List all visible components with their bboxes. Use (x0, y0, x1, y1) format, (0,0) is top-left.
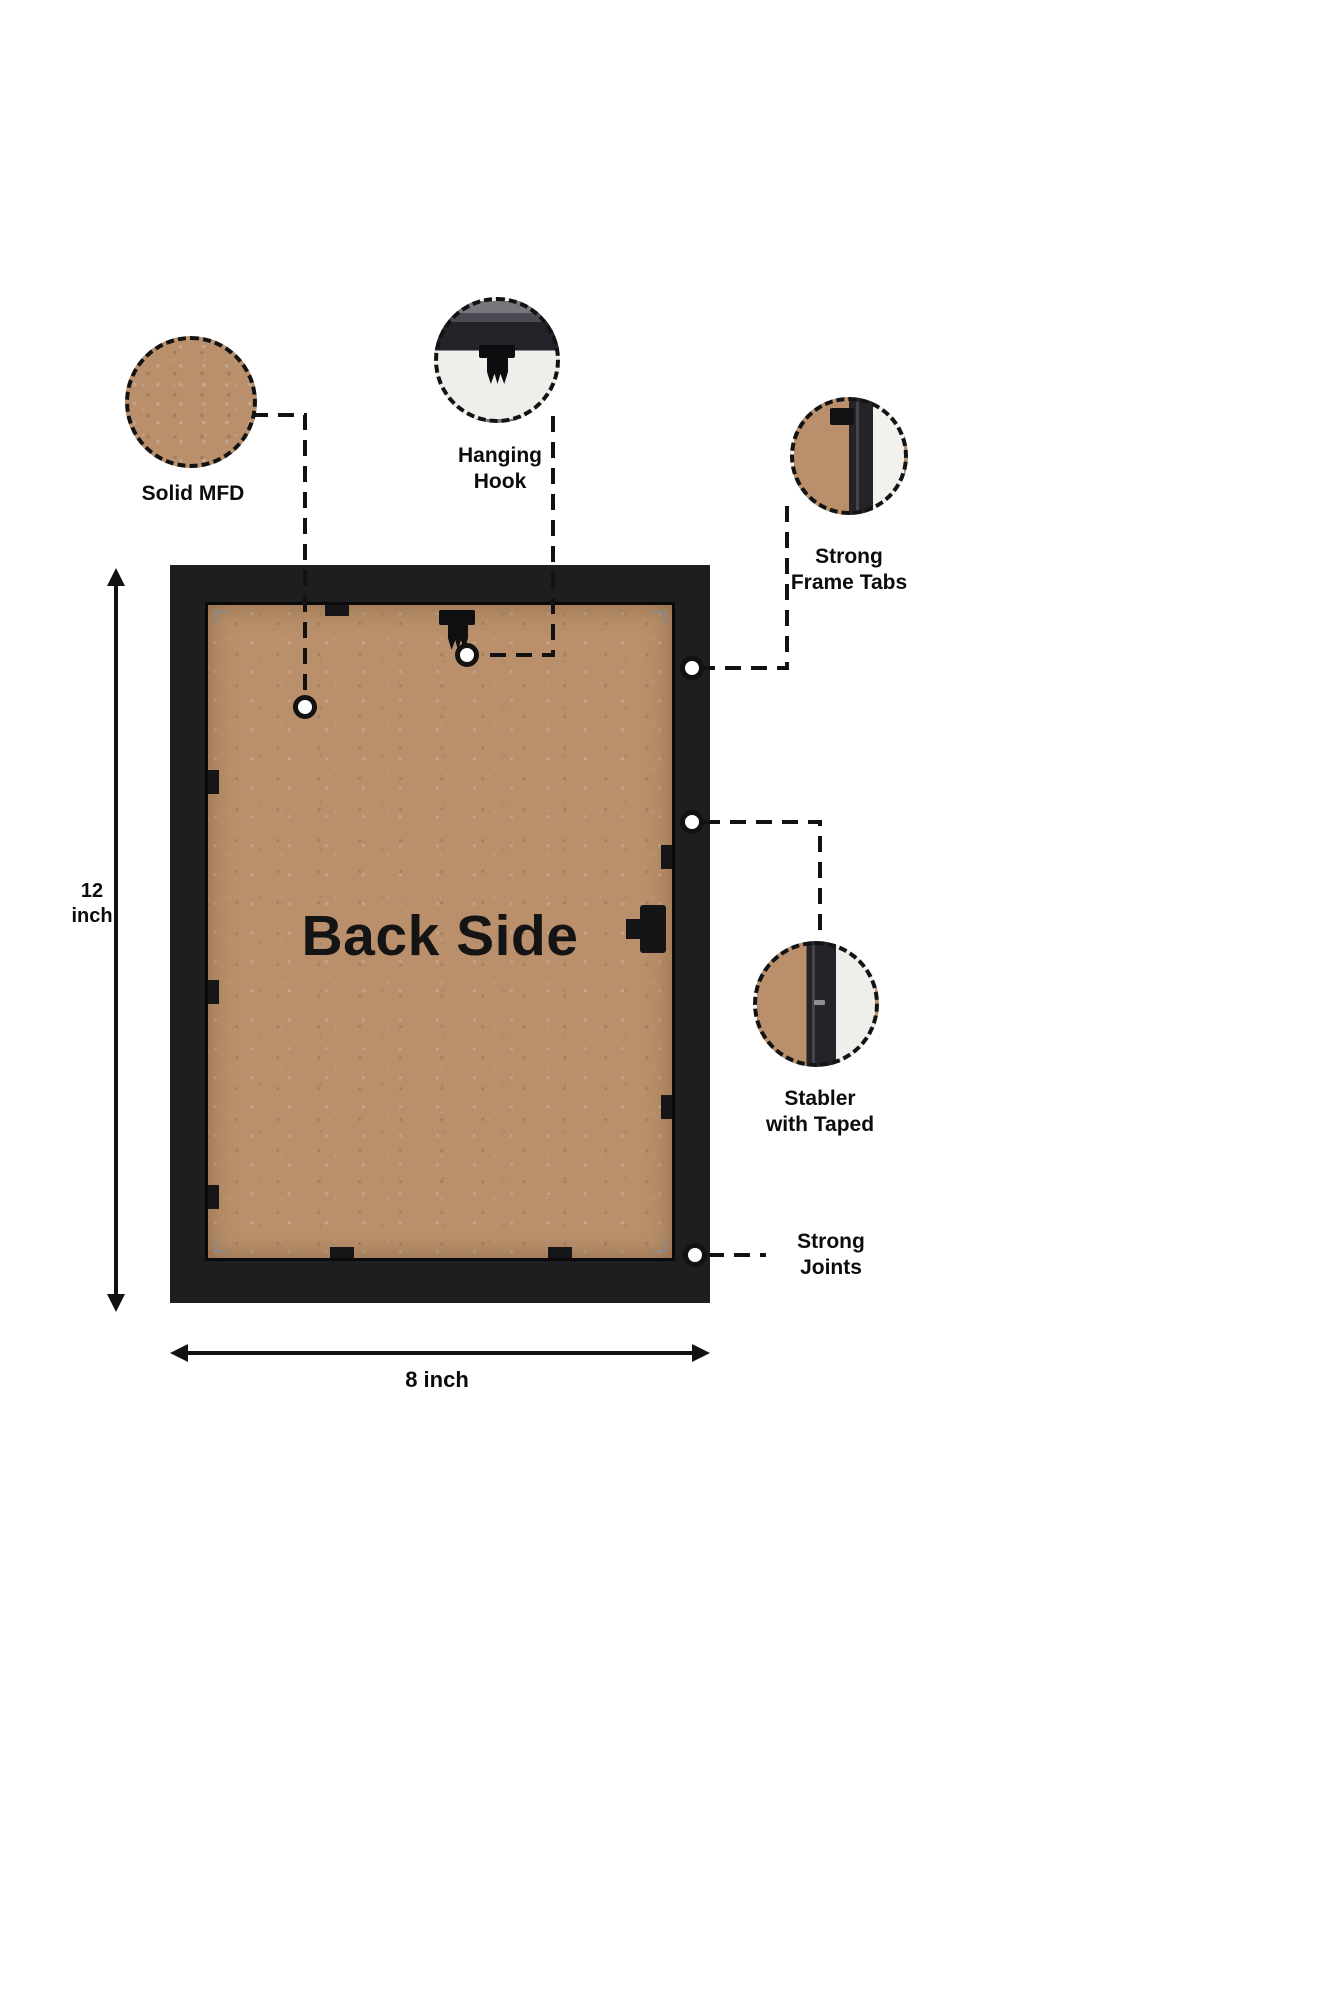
frame-tab-icon (208, 980, 219, 1004)
corner-fastener-icon (214, 611, 227, 624)
detail-circle-solid-mfd (125, 336, 257, 468)
hanging-hook-icon (439, 610, 475, 625)
retainer-clip-icon (640, 905, 666, 953)
mdf-backing-board: Back Side (208, 605, 672, 1258)
frame-tab-icon (548, 1247, 572, 1258)
width-dimension-label: 8 inch (405, 1367, 469, 1392)
frame-tab-icon (208, 1185, 219, 1209)
frame-tab-icon (208, 770, 219, 794)
frame-edge-highlight (855, 401, 859, 511)
label-strong-frame-tabs: Strong Frame Tabs (790, 545, 908, 595)
detail-circle-hanging-hook (434, 297, 560, 423)
frame-tab-icon (325, 605, 349, 616)
detail-circle-stabler (753, 941, 879, 1067)
hanging-hook-icon (479, 345, 515, 358)
arrow-down-icon (107, 1294, 125, 1312)
detail-circle-frame-tabs (790, 397, 908, 515)
frame-tab-icon (830, 407, 855, 425)
label-strong-joints: Strong Joints (797, 1230, 865, 1280)
corner-fastener-icon (653, 611, 666, 624)
arrow-right-icon (692, 1344, 710, 1362)
frame-tab-icon (661, 1095, 672, 1119)
corner-fastener-icon (653, 1239, 666, 1252)
back-side-label: Back Side (301, 904, 579, 968)
frame-tab-icon (330, 1247, 354, 1258)
height-dimension-label: 12 inch (71, 880, 113, 927)
arrow-left-icon (170, 1344, 188, 1362)
frame-tab-icon (661, 845, 672, 869)
hanging-hook-icon (487, 357, 508, 384)
arrow-up-icon (107, 568, 125, 586)
staple-icon (813, 1000, 825, 1006)
connector-stabler (704, 820, 822, 938)
label-stabler-with-taped: Stabler with Taped (765, 1087, 875, 1137)
retainer-clip-icon (626, 919, 644, 939)
label-hanging-hook: Hanging Hook (458, 444, 542, 494)
label-solid-mfd: Solid MFD (141, 482, 245, 505)
corner-fastener-icon (214, 1239, 227, 1252)
photo-frame-back: Back Side (170, 565, 710, 1303)
hanging-hook-icon (448, 624, 468, 650)
